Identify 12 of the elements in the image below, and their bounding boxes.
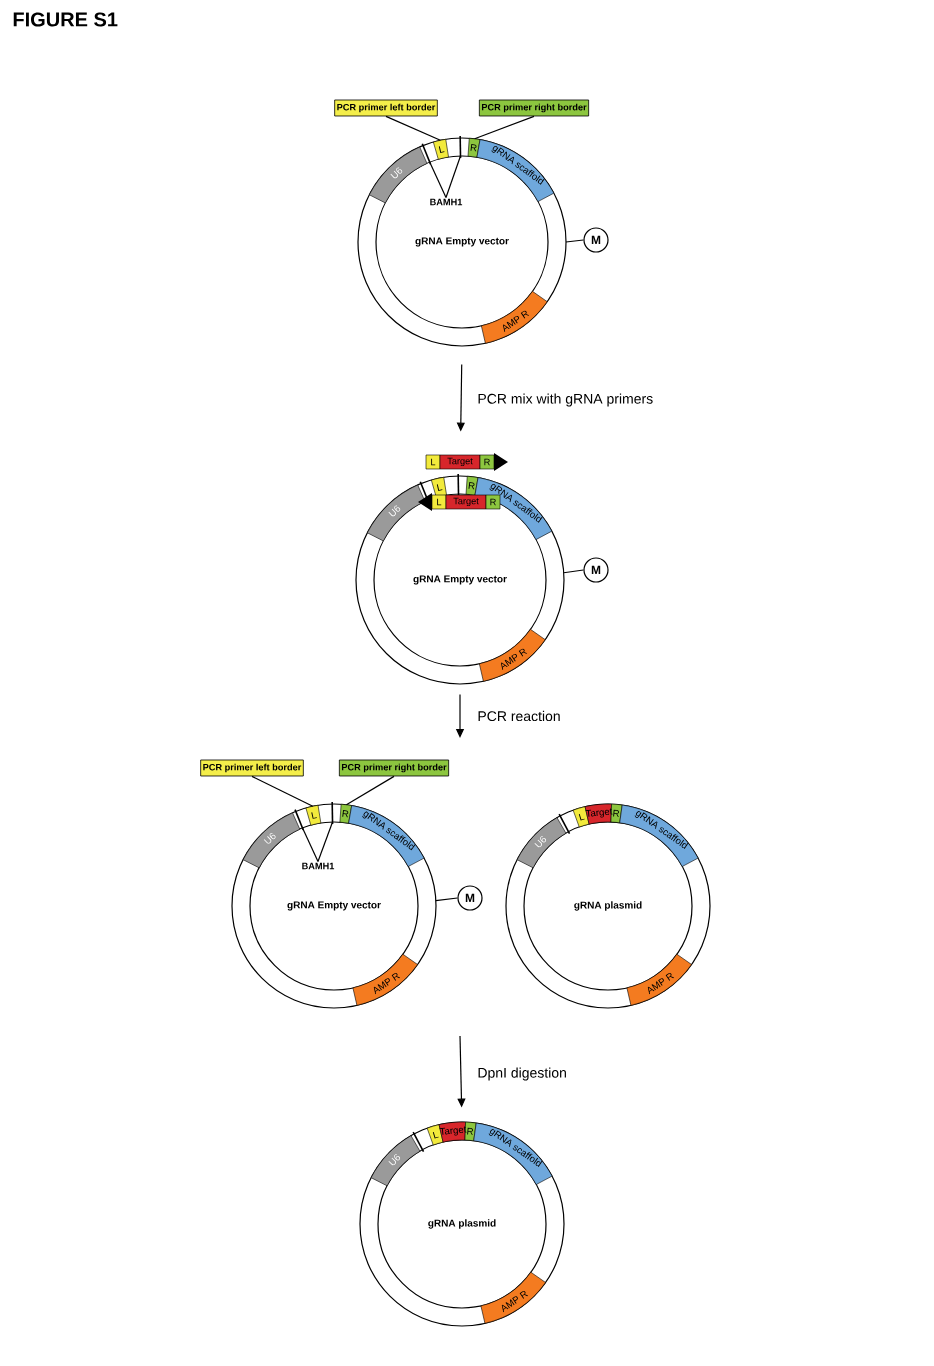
leader-line bbox=[429, 161, 447, 199]
leader-line bbox=[251, 775, 314, 807]
leader-line bbox=[445, 155, 462, 199]
leader-line bbox=[474, 115, 535, 140]
connector-line bbox=[565, 239, 584, 243]
connector-line bbox=[435, 897, 458, 902]
leader-line bbox=[301, 827, 319, 863]
figure-title: FIGURE S1 bbox=[13, 12, 118, 27]
leader-line bbox=[385, 115, 441, 141]
leader-line bbox=[317, 821, 334, 863]
connector-line bbox=[563, 569, 584, 574]
leader-line bbox=[345, 775, 395, 806]
